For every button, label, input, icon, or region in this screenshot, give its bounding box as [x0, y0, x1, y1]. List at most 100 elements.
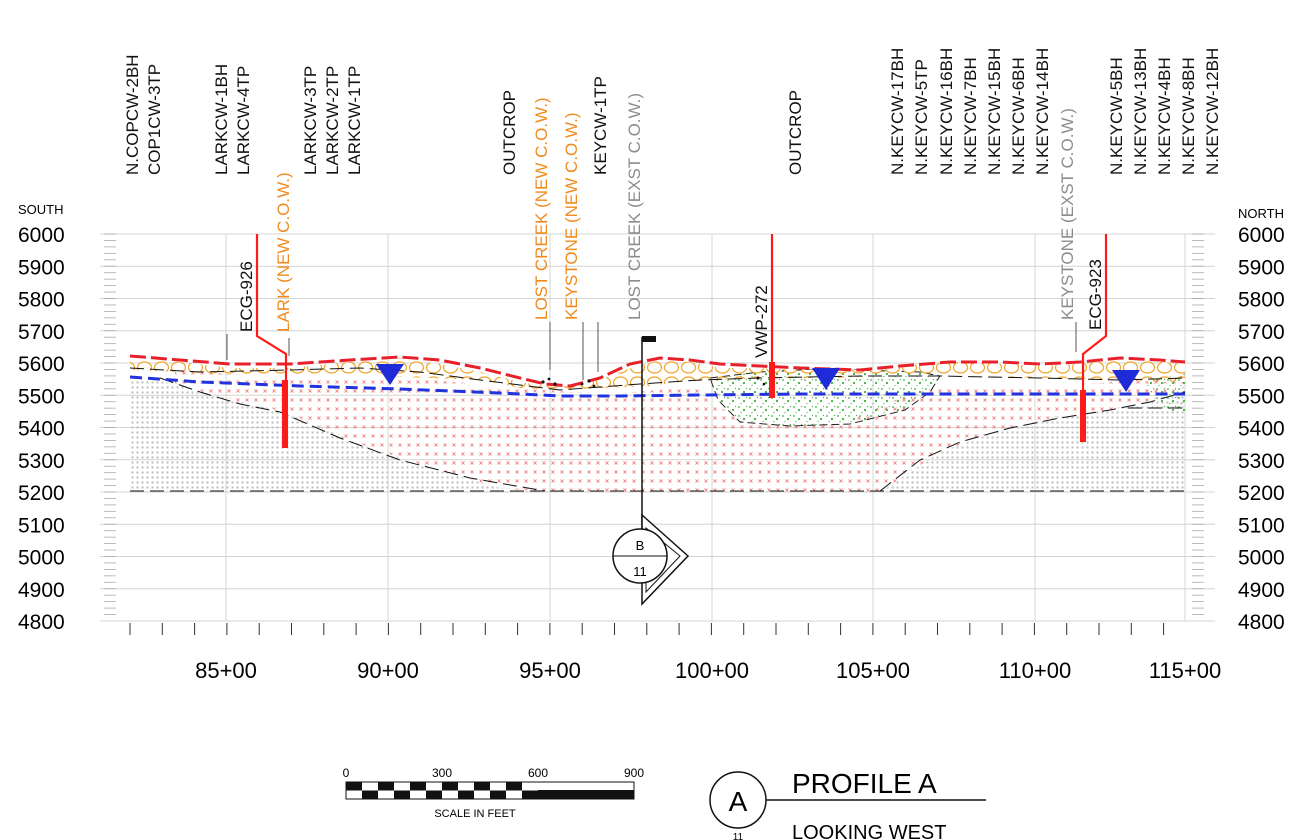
- elevation-label-right: 5400: [1238, 418, 1285, 441]
- scale-tick-900: 900: [624, 766, 644, 780]
- station-label: 115+00: [1149, 658, 1221, 683]
- label-lost-creek-exst-cow: LOST CREEK (EXST C.O.W.): [625, 93, 644, 320]
- elevation-label-left: 5900: [18, 256, 65, 279]
- elevation-label-right: 5600: [1238, 353, 1285, 376]
- scale-bar: 0 300 600 900 SCALE IN FEET: [343, 766, 645, 820]
- label-n-keycw-15bh: N.KEYCW-15BH: [985, 48, 1004, 175]
- elevation-label-left: 5300: [18, 450, 65, 473]
- elevation-label-left: 4800: [18, 611, 65, 634]
- elevation-label-right: 5200: [1238, 482, 1285, 505]
- scale-caption: SCALE IN FEET: [434, 808, 516, 820]
- label-larkcw-3tp: LARKCW-3TP: [301, 66, 320, 175]
- label-keystone-exst-cow: KEYSTONE (EXST C.O.W.): [1058, 108, 1077, 320]
- elevation-label-right: 5900: [1238, 256, 1285, 279]
- label-n-copcw-2bh: N.COPCW-2BH: [123, 54, 142, 175]
- profile-title: PROFILE A: [792, 768, 937, 799]
- label-n-keycw-13bh: N.KEYCW-13BH: [1131, 48, 1150, 175]
- label-lark-new-cow: LARK (NEW C.O.W.): [274, 172, 293, 332]
- leader-ecg-926: [255, 234, 288, 380]
- label-lost-creek-new-cow: LOST CREEK (NEW C.O.W.): [532, 97, 551, 320]
- callout-sheet: 11: [633, 564, 647, 579]
- label-outcrop-1: OUTCROP: [500, 90, 519, 175]
- station-label: 95+00: [519, 658, 581, 683]
- scale-tick-600: 600: [528, 766, 548, 780]
- water-marker-3: [1112, 370, 1140, 392]
- elevation-label-right: 6000: [1238, 224, 1285, 247]
- elevation-axis-left: 6000590058005700560055005400530052005100…: [18, 224, 65, 634]
- contact-lines: [129, 367, 1186, 492]
- station-label: 85+00: [195, 658, 257, 683]
- label-keystone-new-cow: KEYSTONE (NEW C.O.W.): [562, 113, 581, 320]
- label-ecg-923: ECG-923: [1086, 259, 1105, 330]
- label-n-keycw-5tp: N.KEYCW-5TP: [912, 59, 931, 175]
- label-larkcw-1bh: LARKCW-1BH: [212, 64, 231, 175]
- ground-surface-line: [129, 354, 1186, 388]
- label-n-keycw-4bh: N.KEYCW-4BH: [1155, 57, 1174, 175]
- elevation-label-left: 5000: [18, 547, 65, 570]
- elevation-label-right: 5000: [1238, 547, 1285, 570]
- label-ecg-926: ECG-926: [237, 261, 256, 332]
- water-table-markers: [376, 364, 1140, 392]
- sand-clay-contact-north: [879, 391, 1186, 492]
- label-n-keycw-8bh: N.KEYCW-8BH: [1179, 57, 1198, 175]
- profile-subtitle: LOOKING WEST: [792, 822, 946, 840]
- boring-labels: ECG-926 VWP-272 ECG-923: [237, 259, 1105, 358]
- callout-letter: B: [636, 538, 645, 553]
- scale-tick-300: 300: [432, 766, 452, 780]
- elevation-label-right: 5300: [1238, 450, 1285, 473]
- elevation-label-left: 5100: [18, 514, 65, 537]
- label-larkcw-2tp: LARKCW-2TP: [323, 66, 342, 175]
- title-letter: A: [729, 786, 748, 817]
- section-callout: B 11: [612, 513, 690, 606]
- label-n-keycw-7bh: N.KEYCW-7BH: [961, 57, 980, 175]
- borings: [255, 234, 1108, 448]
- sand-unit: [130, 376, 545, 492]
- station-label: 110+00: [999, 658, 1071, 683]
- sand-unit-north: [880, 386, 1185, 492]
- top-labels: N.COPCW-2BH COP1CW-3TP LARKCW-1BH LARKCW…: [123, 48, 1222, 332]
- label-larkcw-4tp: LARKCW-4TP: [234, 66, 253, 175]
- elevation-label-left: 5200: [18, 482, 65, 505]
- elevation-label-left: 4900: [18, 579, 65, 602]
- station-label: 90+00: [357, 658, 419, 683]
- elevation-label-right: 4900: [1238, 579, 1285, 602]
- label-outcrop-2: OUTCROP: [786, 90, 805, 175]
- scale-checker: [346, 782, 538, 799]
- fill-debris: [541, 376, 766, 388]
- label-leaders: [226, 322, 1077, 380]
- label-n-keycw-17bh: N.KEYCW-17BH: [888, 48, 907, 175]
- label-n-keycw-16bh: N.KEYCW-16BH: [937, 48, 956, 175]
- elevation-label-right: 5500: [1238, 385, 1285, 408]
- water-table-line: [129, 375, 1185, 398]
- leader-ecg-923: [1081, 234, 1108, 390]
- elevation-label-left: 5700: [18, 321, 65, 344]
- scale-tick-0: 0: [343, 766, 350, 780]
- label-n-keycw-5bh: N.KEYCW-5BH: [1107, 57, 1126, 175]
- label-vwp-272: VWP-272: [752, 285, 771, 358]
- label-larkcw-1tp: LARKCW-1TP: [345, 66, 364, 175]
- water-marker-2: [812, 368, 840, 390]
- label-cop1cw-3tp: COP1CW-3TP: [145, 64, 164, 175]
- elevation-label-right: 5700: [1238, 321, 1285, 344]
- boring-ecg-923: [1080, 390, 1086, 442]
- elevation-label-right: 4800: [1238, 611, 1285, 634]
- label-n-keycw-12bh: N.KEYCW-12BH: [1203, 48, 1222, 175]
- elevation-axis-right: 6000 5900 5800 5700 5600 5500 5400 5300 5200 5100…: [1238, 224, 1285, 634]
- elevation-label-left: 5500: [18, 385, 65, 408]
- elevation-label-right: 5800: [1238, 289, 1285, 312]
- label-n-keycw-14bh: N.KEYCW-14BH: [1033, 48, 1052, 175]
- title-block: A 11 PROFILE A LOOKING WEST: [709, 768, 986, 840]
- elevation-label-right: 5100: [1238, 514, 1285, 537]
- north-label: NORTH: [1238, 206, 1284, 221]
- title-sheet: 11: [733, 832, 744, 840]
- label-keycw-1tp: KEYCW-1TP: [591, 76, 610, 175]
- boring-ecg-926: [282, 380, 288, 448]
- section-cut: [641, 336, 656, 528]
- label-n-keycw-6bh: N.KEYCW-6BH: [1009, 57, 1028, 175]
- soil-layers: [130, 358, 1185, 492]
- sand-clay-contact-south: [159, 377, 546, 492]
- boring-vwp-272: [769, 362, 775, 398]
- water-marker-1: [376, 364, 404, 385]
- clay-unit: [175, 370, 1185, 492]
